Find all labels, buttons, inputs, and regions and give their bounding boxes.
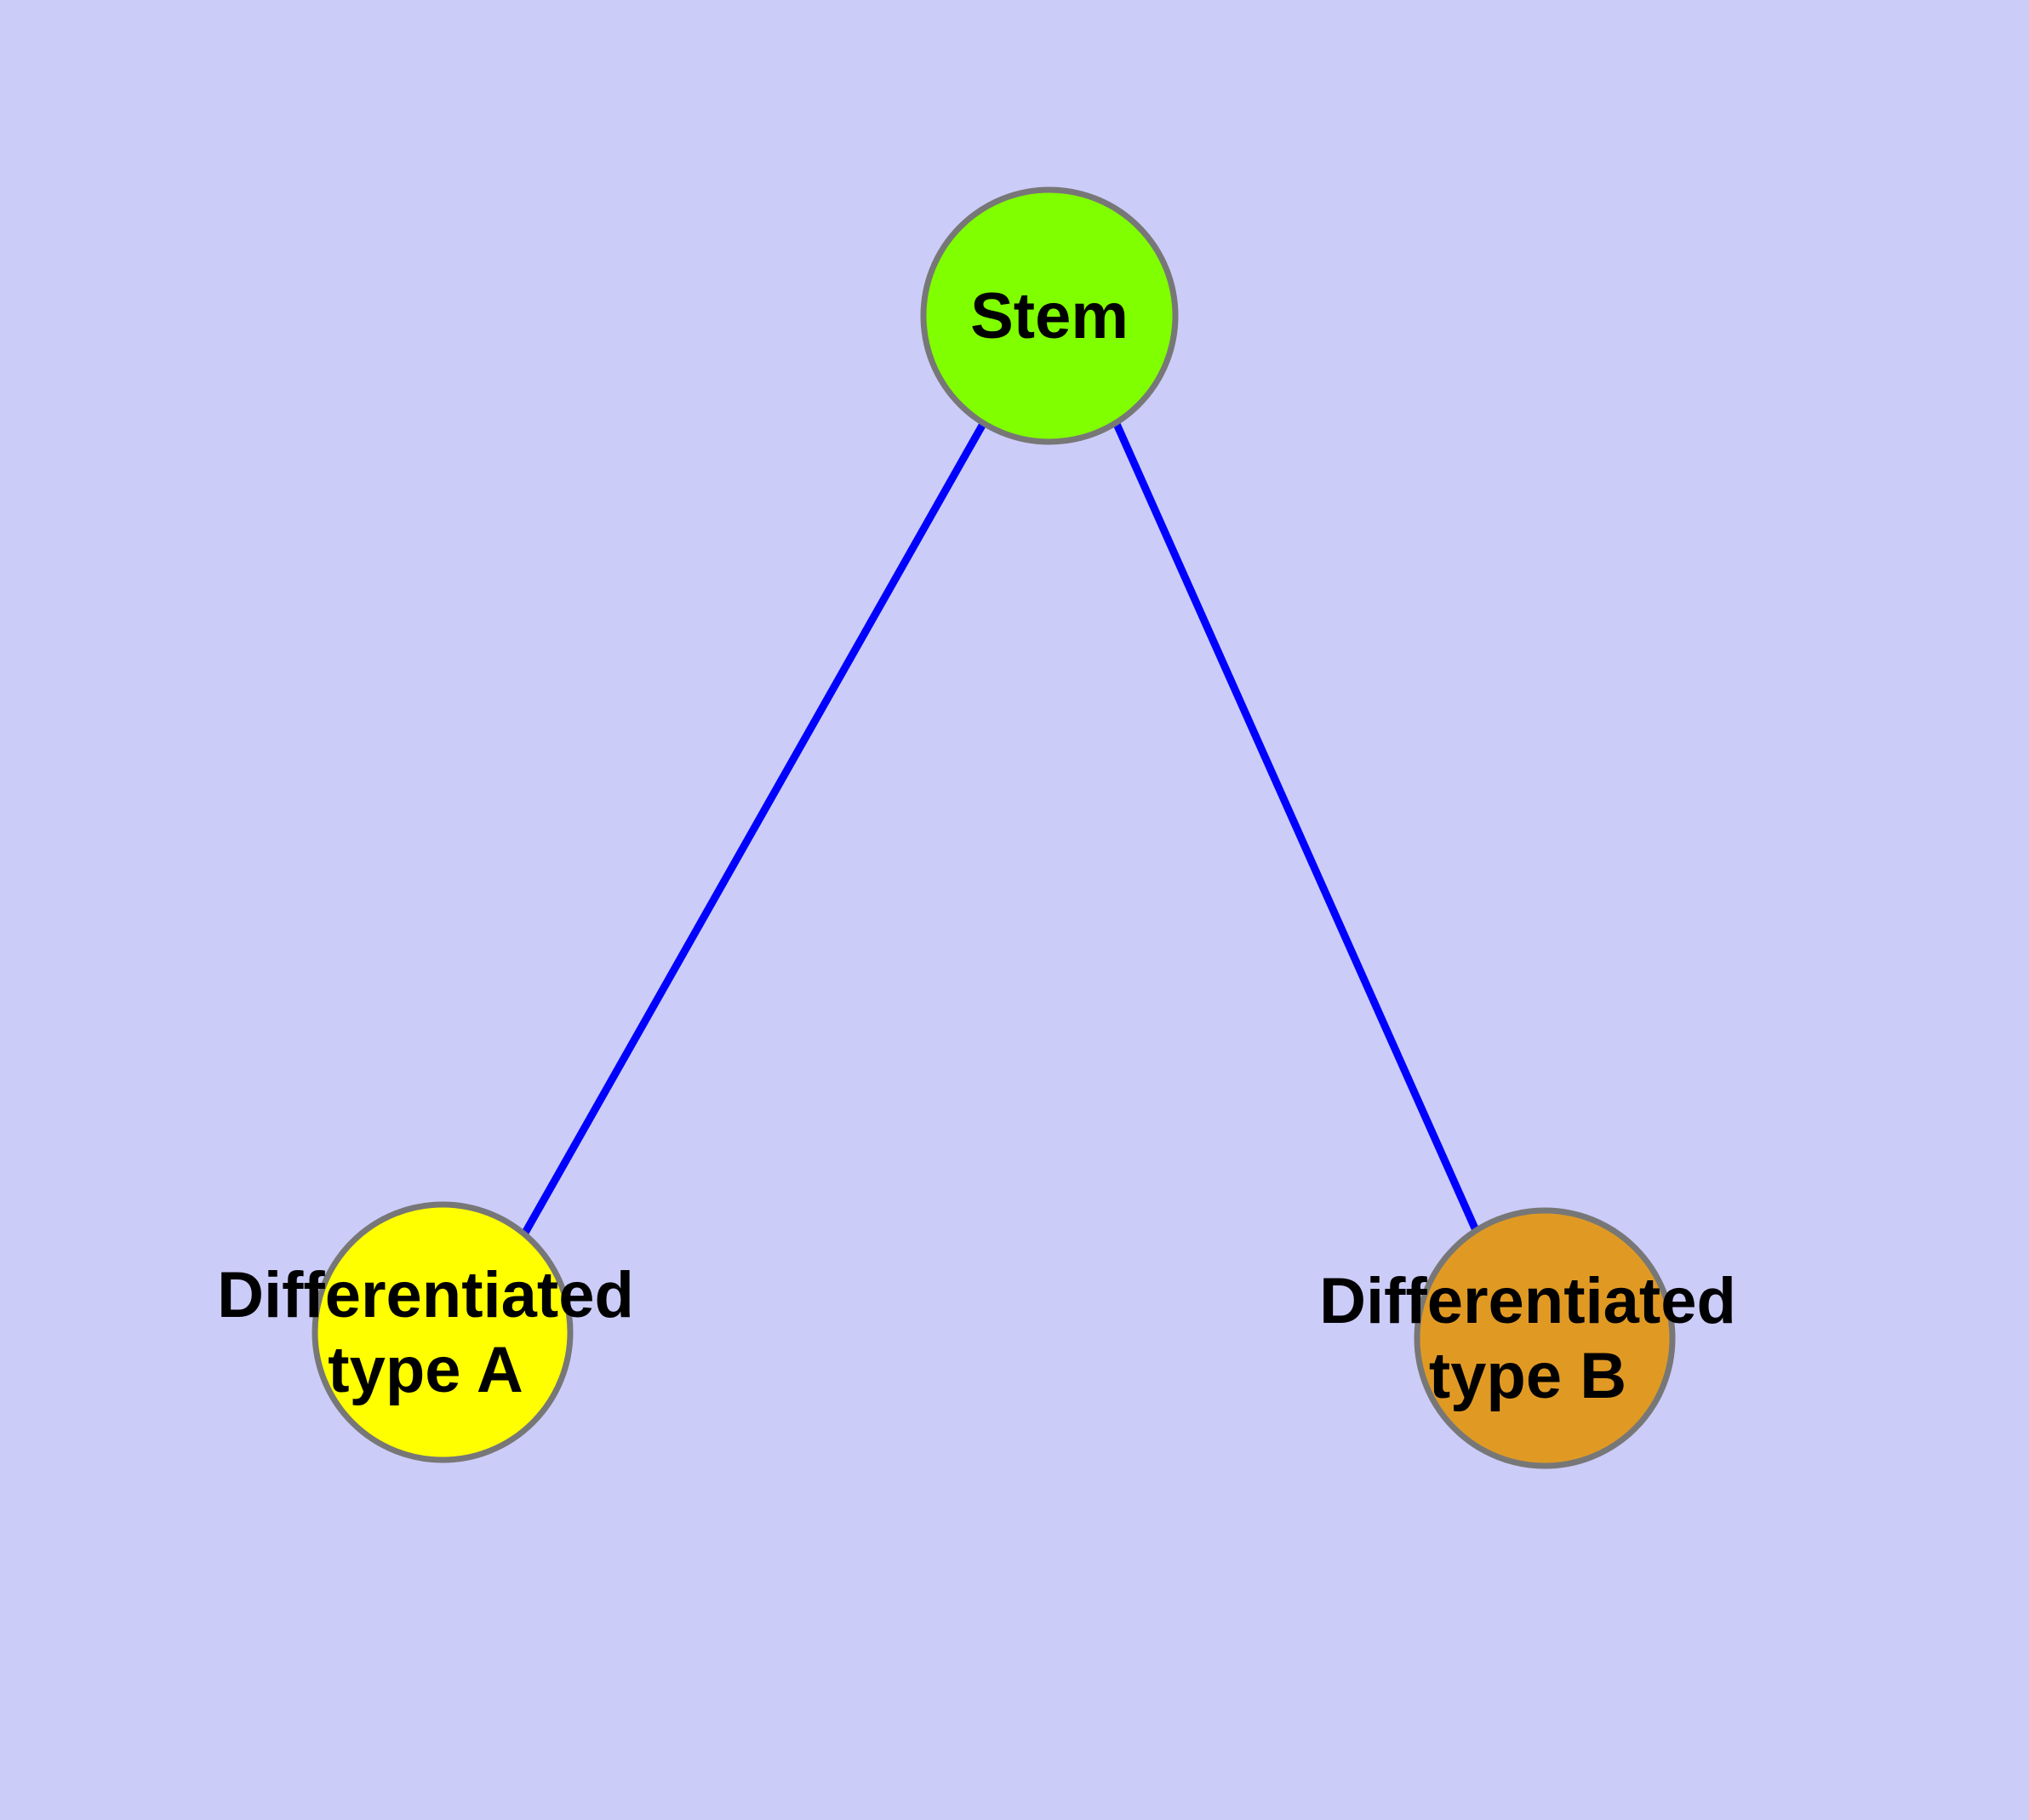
node-stem-circle[interactable] (920, 186, 1179, 445)
node-differentiated-type-a-circle[interactable] (311, 1201, 574, 1463)
label-line: Stem (970, 280, 1129, 352)
label-line: type A (328, 1334, 523, 1406)
edge-layer (521, 421, 1479, 1237)
node-stem-label: Stem (970, 280, 1129, 352)
node-layer (311, 186, 1676, 1469)
edge-stem-to-differentiated-type-b[interactable] (1112, 422, 1479, 1230)
edge-stem-to-differentiated-type-a[interactable] (521, 421, 986, 1237)
node-differentiated-type-b-circle[interactable] (1414, 1207, 1676, 1469)
label-line: Differentiated (217, 1259, 634, 1331)
node-differentiated-type-b[interactable] (1414, 1207, 1676, 1469)
node-differentiated-type-a[interactable] (311, 1201, 574, 1463)
label-line: Differentiated (1319, 1265, 1736, 1337)
label-line: type B (1429, 1340, 1626, 1412)
node-stem[interactable] (920, 186, 1179, 445)
